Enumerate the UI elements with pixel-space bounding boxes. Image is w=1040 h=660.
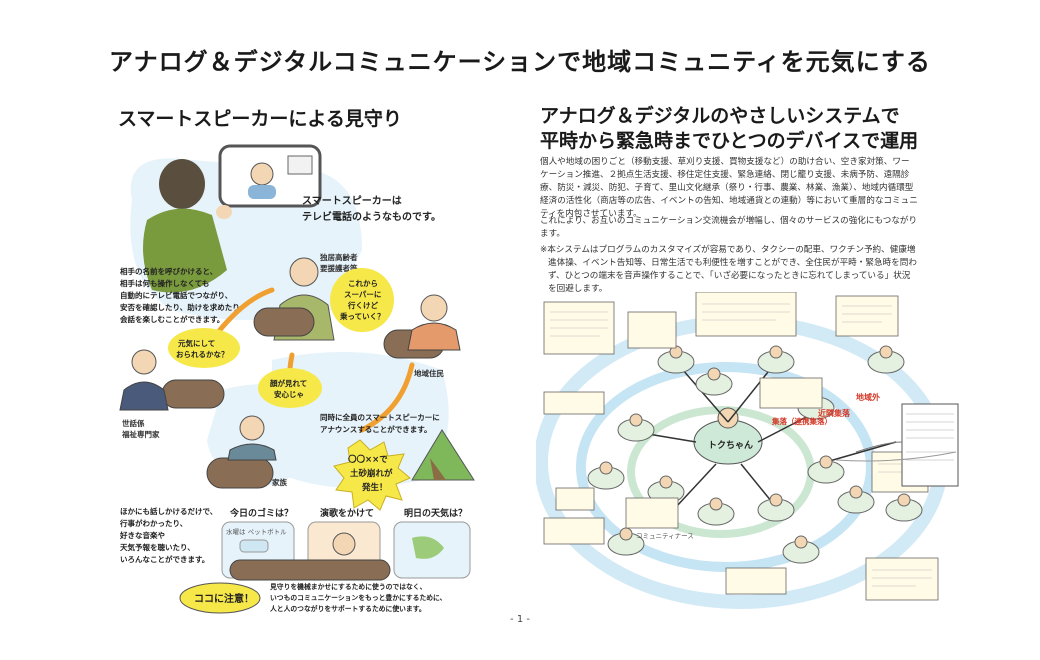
caption-other-line2: 行事がわかったり、: [119, 518, 187, 528]
caption-call-line4: 安否を確認したり、助けを求めたり、: [120, 302, 247, 312]
bubble-dosha-line2: 土砂崩れが: [350, 468, 393, 479]
topic-weather: 明日の天気は？: [404, 507, 467, 519]
smart-speaker-icon: [206, 457, 274, 489]
person-back-icon: [159, 159, 205, 209]
notice-label: ココに注意！: [194, 592, 254, 605]
description-paragraph-2: これにより、お互いのコミュニケーション交流機会が増幅し、個々のサービスの強化にも…: [540, 216, 918, 239]
caption-other-line3: 好きな音楽や: [119, 530, 165, 540]
label-resident: 地域住民: [414, 368, 444, 378]
speech-bubble: [330, 268, 394, 332]
message-box: [759, 377, 823, 409]
caption-call-line1: 相手の名前を呼びかけると、: [120, 266, 217, 276]
notice-badge: [179, 582, 261, 614]
message-box: [543, 517, 605, 545]
resident-icon: [420, 294, 448, 322]
smart-speaker-icon: [253, 307, 315, 337]
village-ring: [576, 362, 876, 572]
bubble-super-line4: 乗っていく？: [340, 311, 385, 321]
bubble-super-line1: これから: [348, 279, 378, 288]
message-box: [625, 497, 679, 529]
label-outside-region: 地域外: [856, 392, 880, 402]
label-neighbor-village: 近隣集落: [818, 408, 851, 418]
bubble-anshin-line2: 安心じゃ: [274, 389, 304, 399]
notice-text-line1: 見守りを機械まかせにするために使うのではなく、: [269, 582, 426, 591]
network-link: [825, 441, 897, 463]
bubble-genki-line2: おられるかな？: [176, 350, 229, 359]
center-label: トクちゃん: [708, 440, 753, 451]
network-link: [675, 463, 717, 508]
bubble-genki-line1: 元気にして: [178, 338, 215, 348]
community-network-diagram: トクちゃん: [536, 292, 959, 609]
message-box: [725, 567, 787, 595]
left-section-heading: スマートスピーカーによる見守り: [118, 108, 402, 130]
message-box: [543, 391, 605, 415]
message-box: [695, 292, 797, 337]
bubble-dosha-line1: 〇〇××で: [348, 454, 388, 465]
message-box: [555, 487, 595, 511]
smart-speaker-icon: [161, 379, 225, 409]
caption-other-line5: いろんなことができます。: [120, 554, 209, 564]
label-community-nurse: コミュニティナース: [636, 532, 694, 540]
description-paragraph-1: 個人や地域の困りごと（移動支援、草刈り支援、買物支援など）の助け合い、空き家対策…: [540, 157, 918, 219]
caption-call-line3: 自動的にテレビ電話でつながり、: [120, 290, 232, 300]
caption-other-line1: ほかにも話しかけるだけで、: [120, 506, 217, 516]
label-village: 集落（連携集落）: [771, 416, 832, 426]
bubble-super-line2: スーパーに: [344, 289, 381, 299]
smart-speaker-illustration: スマートスピーカーは テレビ電話のようなものです。 相手の名前を呼びかけると、 …: [119, 144, 475, 614]
message-box: [627, 311, 677, 349]
right-heading-line1: アナログ＆デジタルのやさしいシステムで: [540, 105, 900, 127]
topic-garbage: 今日のゴミは？: [229, 507, 293, 519]
notice-text-line2: いつものコミュニケーションをもっと豊かにするために、: [270, 593, 446, 602]
topic-enka: 演歌をかけて: [320, 507, 374, 519]
external-info-panel: [901, 403, 959, 487]
speech-bubble: [168, 328, 240, 368]
page-title: アナログ＆デジタルコミュニケーションで地域コミュニティを元気にする: [109, 48, 931, 76]
right-heading-line2: 平時から緊急時までひとつのデバイスで運用: [540, 130, 919, 152]
message-box: [835, 295, 899, 337]
label-welfare-line1: 世話係: [122, 418, 145, 428]
bottle-schedule-text: 水曜は ペットボトル: [226, 527, 287, 536]
bubble-tv-line2: テレビ電話のようなものです。: [302, 210, 441, 223]
caption-announce-line1: 同時に全員のスマートスピーカーに: [320, 412, 440, 422]
notice-text-line3: 人と人のつながりをサポートするために使います。: [270, 604, 426, 613]
message-box: [865, 557, 939, 601]
bubble-dosha-line3: 発生！: [361, 482, 388, 493]
alert-burst-icon: [333, 439, 411, 511]
label-elder-line2: 要援護者等: [320, 263, 358, 273]
label-elder-line1: 独居高齢者: [320, 252, 358, 262]
caption-call-line2: 相手は何も操作しなくても: [120, 278, 209, 288]
right-section-heading: アナログ＆デジタルのやさしいシステムで 平時から緊急時までひとつのデバイスで運用: [540, 104, 918, 154]
page-number: - 1 -: [510, 614, 530, 625]
caption-announce-line2: アナウンスすることができます。: [320, 424, 431, 434]
caption-call-line5: 会話を楽しむことができます。: [120, 314, 224, 324]
label-family: 家族: [272, 477, 287, 487]
label-welfare-line2: 福祉専門家: [121, 429, 160, 439]
bubble-anshin-line1: 顔が見れて: [269, 378, 307, 388]
bubble-tv-line1: スマートスピーカーは: [302, 195, 402, 207]
speech-bubble: [258, 368, 322, 408]
caption-other-line4: 天気予報を聴いたり、: [120, 542, 195, 552]
bubble-super-line3: 行くけど: [347, 300, 378, 310]
elder-person-icon: [289, 257, 319, 287]
arrow-connection: [359, 362, 415, 433]
welfare-worker-icon: [131, 349, 157, 375]
family-icon: [239, 415, 265, 441]
description-note: ※本システムはプログラムのカスタマイズが容易であり、タクシーの配車、ワクチン予約…: [540, 245, 917, 294]
